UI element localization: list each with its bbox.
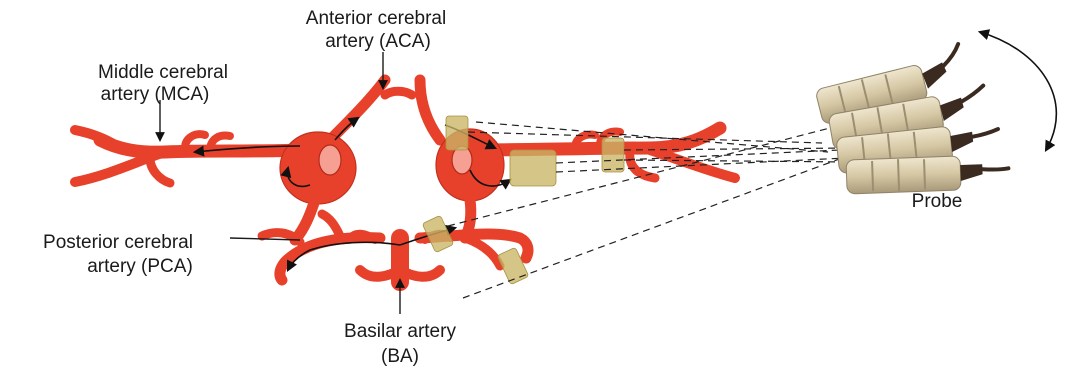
probe-label: Probe xyxy=(912,191,963,212)
aca-label-line1: Anterior cerebral xyxy=(306,8,446,29)
aca-label-line2: artery (ACA) xyxy=(325,31,431,52)
probe-icon xyxy=(813,44,1010,194)
aca-vessel xyxy=(330,80,385,140)
pca-label-line1: Posterior cerebral xyxy=(43,232,193,253)
sample-volume-aca xyxy=(446,116,468,150)
ba-label-line1: Basilar artery xyxy=(344,321,456,342)
mca-label-line2: artery (MCA) xyxy=(101,84,210,105)
ba-label-line2: (BA) xyxy=(381,346,419,367)
pca-label-line2: artery (PCA) xyxy=(87,256,193,277)
mca-label-line1: Middle cerebral xyxy=(98,62,228,83)
sample-volume-pca xyxy=(422,215,454,252)
sample-volume-mca-near xyxy=(510,150,556,186)
sample-volume-mca-far xyxy=(602,138,624,172)
